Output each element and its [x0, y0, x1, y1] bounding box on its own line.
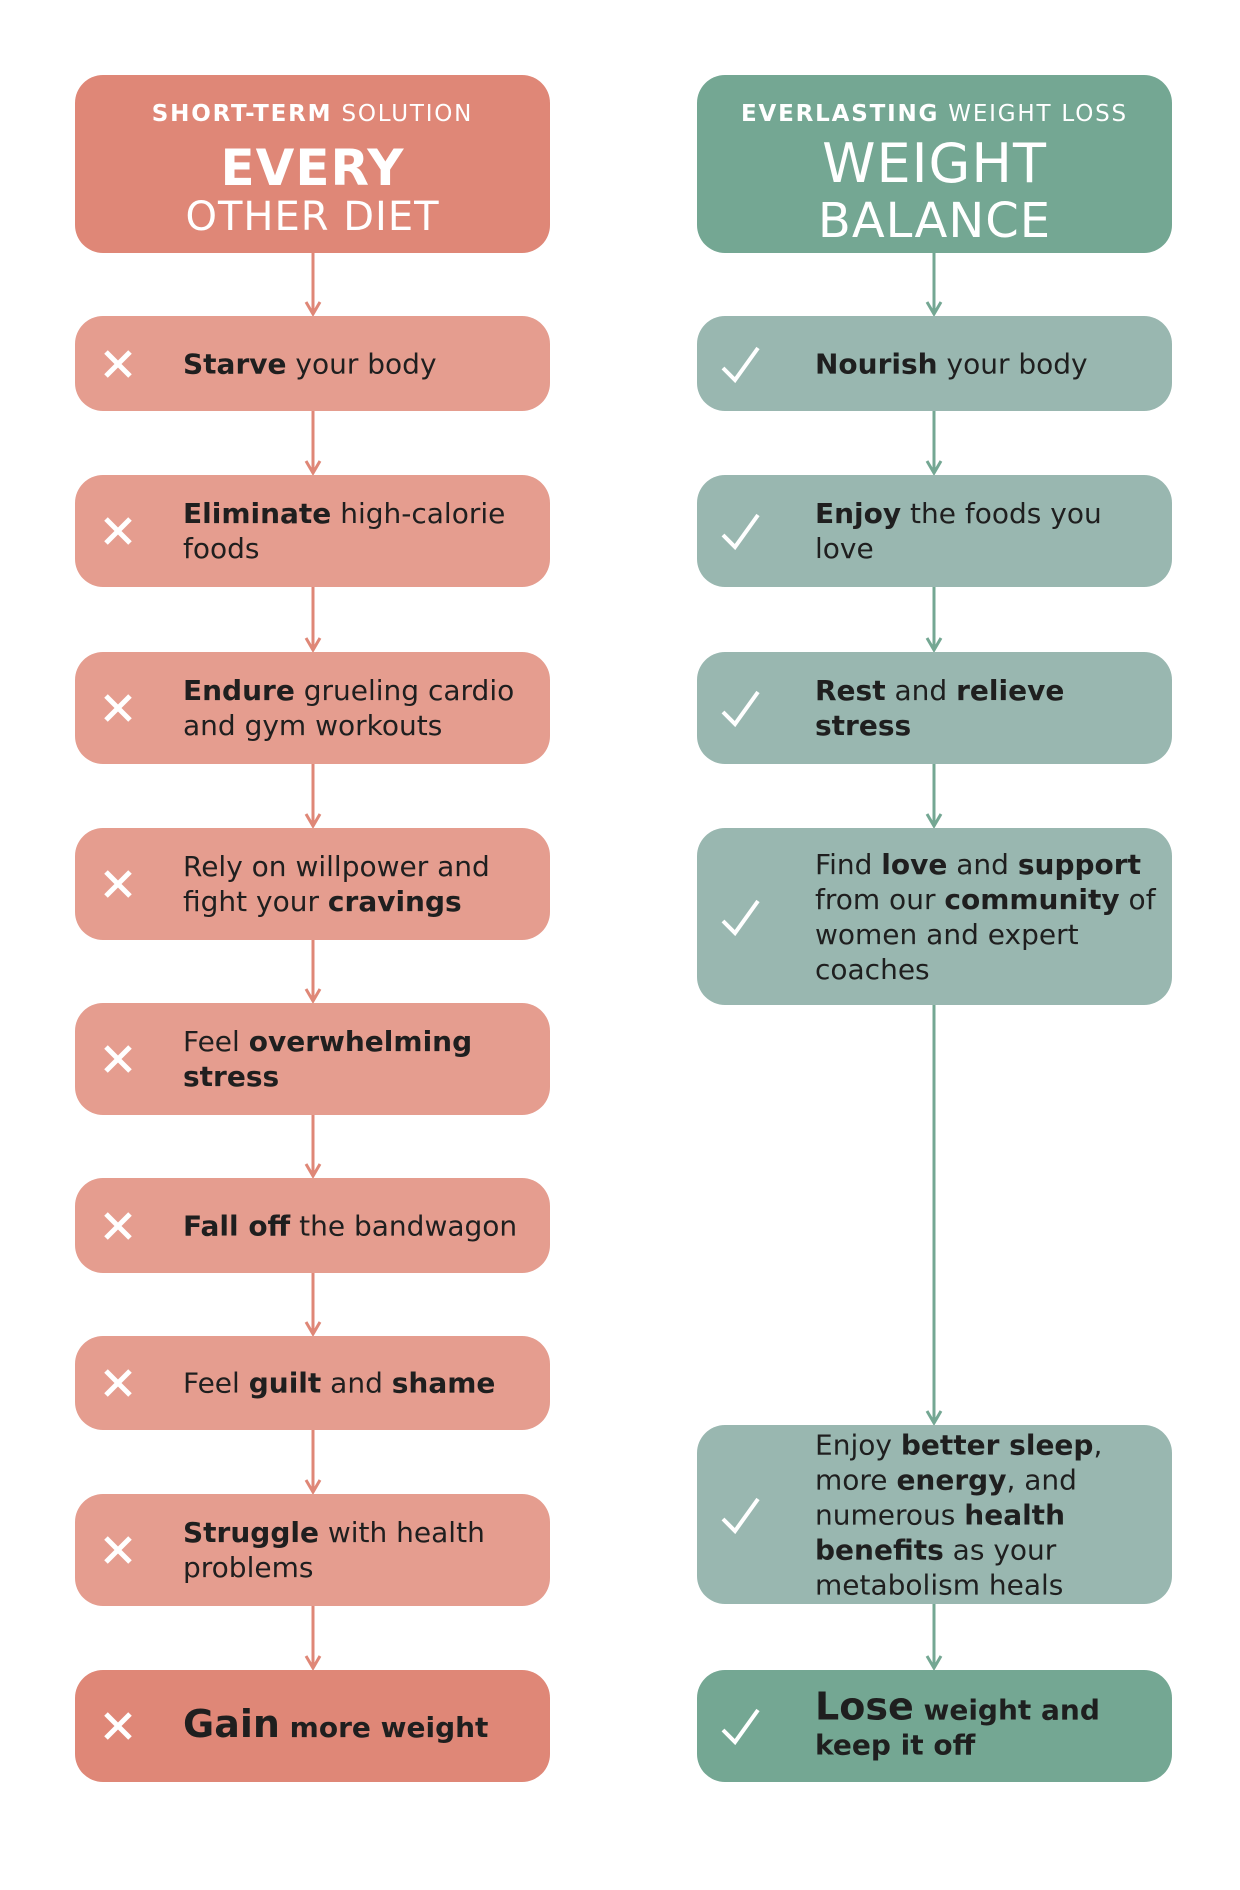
left-connector-arrow [304, 1606, 322, 1670]
left-step-text: Gain more weight [183, 1702, 489, 1746]
left-connector-arrow [304, 1430, 322, 1494]
left-step-text: Feel guilt and shame [183, 1366, 496, 1400]
right-subtitle: EVERLASTING WEIGHT LOSS [741, 101, 1128, 127]
left-connector-arrow [304, 253, 322, 316]
left-step-text: Endure grueling cardio and gym workouts [183, 674, 515, 742]
x-icon [104, 870, 132, 898]
right-step-text: Lose weight and keep it off [815, 1684, 1100, 1762]
right-step-box: Enjoy the foods you love [697, 475, 1172, 587]
left-step-box: Endure grueling cardio and gym workouts [75, 652, 550, 764]
x-icon [104, 694, 132, 722]
left-connector-arrow [304, 1115, 322, 1178]
right-connector-arrow [925, 1604, 943, 1670]
left-step-text: Feel overwhelming stress [183, 1025, 473, 1093]
check-icon [721, 513, 760, 551]
x-icon [104, 1211, 132, 1240]
x-icon [104, 1712, 132, 1740]
x-icon [104, 1536, 132, 1564]
right-step-text: Find love and support from our community… [815, 847, 1156, 986]
x-icon [104, 517, 132, 545]
right-title-line1: WEIGHT [822, 132, 1047, 195]
left-connector-arrow [304, 1273, 322, 1336]
left-subtitle: SHORT-TERM SOLUTION [151, 101, 474, 127]
right-step-text: Enjoy the foods you love [815, 497, 1102, 565]
right-connector-arrow [925, 1005, 943, 1425]
left-header: SHORT-TERM SOLUTION EVERY OTHER DIET [75, 75, 550, 253]
right-connector-arrow [925, 764, 943, 828]
left-step-text: Rely on willpower and fight your craving… [183, 850, 490, 918]
right-step-text: Rest and relieve stress [815, 674, 1065, 742]
x-icon [104, 349, 132, 378]
left-step-text: Starve your body [183, 347, 437, 380]
right-title-line2: BALANCE [817, 193, 1052, 249]
x-icon [104, 1045, 132, 1073]
check-icon [721, 1708, 760, 1746]
right-connector-arrow [925, 253, 943, 316]
check-icon [721, 690, 760, 728]
right-step-box: Lose weight and keep it off [697, 1670, 1172, 1782]
left-step-box: Starve your body [75, 316, 550, 411]
left-connector-arrow [304, 764, 322, 828]
right-step-box: Find love and support from our community… [697, 828, 1172, 1005]
left-step-box: Struggle with health problems [75, 1494, 550, 1606]
right-step-box: Rest and relieve stress [697, 652, 1172, 764]
left-step-text: Fall off the bandwagon [183, 1209, 518, 1242]
right-connector-arrow [925, 587, 943, 652]
left-step-box: Gain more weight [75, 1670, 550, 1782]
right-step-text: Enjoy better sleep, more energy, and num… [815, 1428, 1103, 1601]
left-step-box: Rely on willpower and fight your craving… [75, 828, 550, 940]
right-header: EVERLASTING WEIGHT LOSS WEIGHT BALANCE [697, 75, 1172, 253]
right-step-box: Nourish your body [697, 316, 1172, 411]
check-icon [721, 899, 760, 936]
check-icon [721, 346, 760, 383]
left-step-box: Eliminate high-calorie foods [75, 475, 550, 587]
left-step-box: Feel overwhelming stress [75, 1003, 550, 1115]
right-connector-arrow [925, 411, 943, 475]
right-step-text: Nourish your body [815, 347, 1088, 380]
x-icon [104, 1369, 132, 1397]
left-step-text: Struggle with health problems [183, 1516, 485, 1584]
left-title-line2: OTHER DIET [185, 194, 440, 240]
left-connector-arrow [304, 411, 322, 475]
left-title-line1: EVERY [220, 139, 405, 197]
left-connector-arrow [304, 940, 322, 1003]
left-step-text: Eliminate high-calorie foods [183, 497, 506, 565]
check-icon [721, 1497, 760, 1534]
left-step-box: Feel guilt and shame [75, 1336, 550, 1430]
right-step-box: Enjoy better sleep, more energy, and num… [697, 1425, 1172, 1604]
left-step-box: Fall off the bandwagon [75, 1178, 550, 1273]
left-connector-arrow [304, 587, 322, 652]
